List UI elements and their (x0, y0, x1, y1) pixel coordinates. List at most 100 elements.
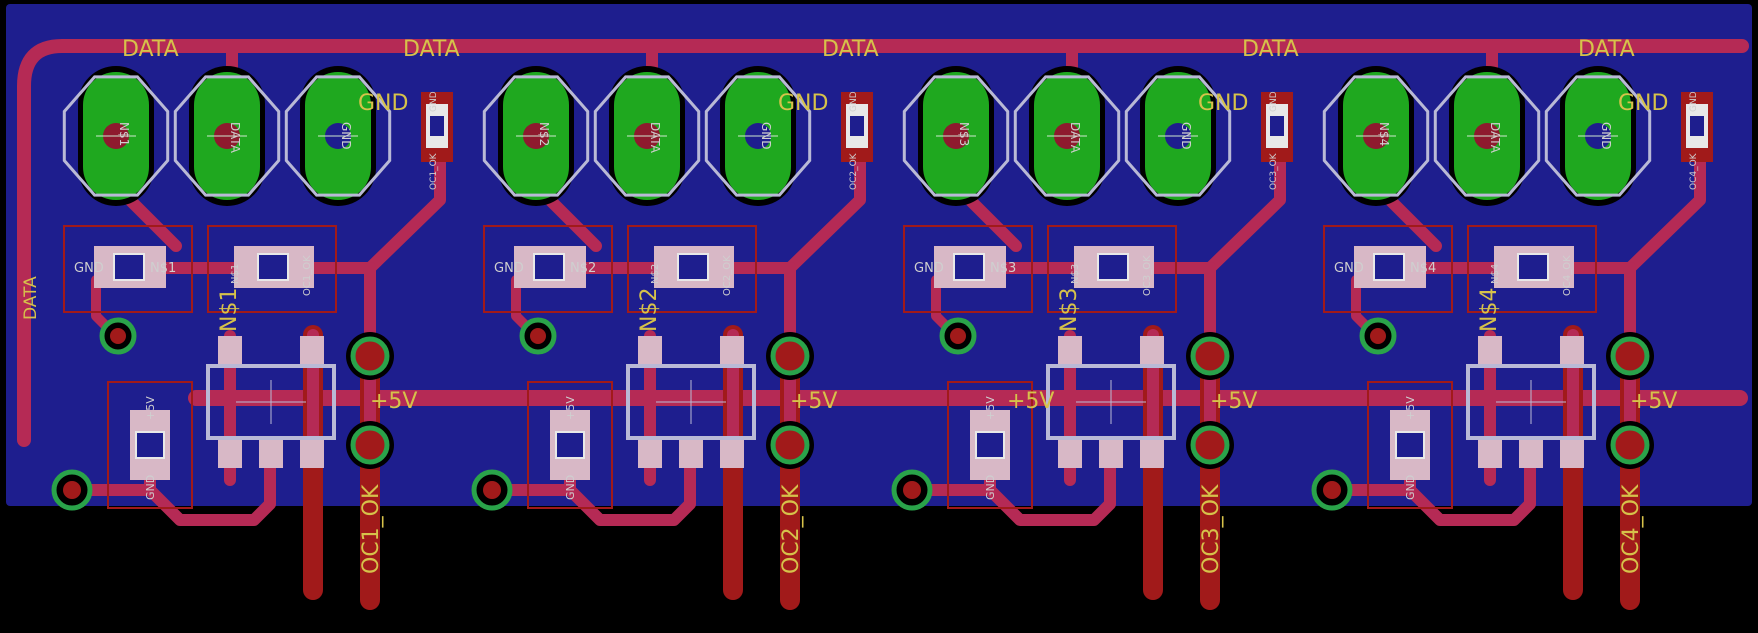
data-net-label: DATA (822, 37, 879, 62)
header-pin-label: DATA (648, 122, 662, 154)
output-net-label: OC3_OK (1199, 484, 1224, 574)
transistor-pad (1560, 336, 1584, 366)
resistor2-pad-label: N$1 (230, 264, 241, 284)
resistor2-pad-label: OC2_OK (722, 255, 733, 296)
data-net-label: DATA (403, 37, 460, 62)
resistor2-outline (627, 225, 757, 313)
gnd-net-label: GND (778, 91, 828, 116)
transistor-pad (218, 336, 242, 366)
data-net-label: DATA (122, 37, 179, 62)
transistor-pad (720, 438, 744, 468)
test-via-drill (1370, 328, 1386, 344)
resistor2-body (1097, 253, 1129, 281)
resistor2-outline (1467, 225, 1597, 313)
header-pin-label: GND (339, 122, 353, 150)
resistor2-pad-label: OC3_OK (1142, 255, 1153, 296)
cap-pad-label: +5V (564, 396, 577, 420)
data-net-label: DATA (1242, 37, 1299, 62)
transistor-outline (626, 364, 756, 440)
test-via-drill (950, 328, 966, 344)
gnd-net-label: GND (1618, 91, 1668, 116)
header-outline (482, 75, 590, 197)
cap-via-drill (903, 481, 921, 499)
small-cap-label: OC4_OK (1689, 152, 1699, 190)
small-cap-label: GND (429, 91, 439, 112)
cap-body (135, 431, 165, 459)
vcc-net-label: +5V (1007, 389, 1054, 414)
cap-pad-label: +5V (1404, 396, 1417, 420)
vcc-net-label: +5V (790, 389, 837, 414)
header-pin-label: N$2 (537, 122, 551, 146)
trace-ch3 (906, 442, 1116, 526)
cap-outline (947, 381, 1033, 509)
transistor-outline (206, 364, 336, 440)
header-pin-label: DATA (1068, 122, 1082, 154)
resistor-pad-label: GND (494, 261, 524, 276)
header-outline (1433, 75, 1541, 197)
header-pin-label: GND (759, 122, 773, 150)
resistor2-body (677, 253, 709, 281)
transistor-pad (300, 336, 324, 366)
transistor-pad (720, 336, 744, 366)
small-cap-label: OC2_OK (849, 152, 859, 190)
resistor-pad-label: N$4 (1410, 261, 1436, 276)
output-via (770, 336, 810, 376)
cap-pad-label: +5V (144, 396, 157, 420)
transistor-pad (638, 336, 662, 366)
resistor-outline (1323, 225, 1453, 313)
resistor2-body (257, 253, 289, 281)
vcc-net-label: +5V (370, 389, 417, 414)
header-pin-label: DATA (1488, 122, 1502, 154)
header-pin-label: N$3 (957, 122, 971, 146)
cap-body (975, 431, 1005, 459)
vcc-net-label: +5V (1630, 389, 1677, 414)
cap-outline (107, 381, 193, 509)
header-pin-label: N$4 (1377, 122, 1391, 146)
header-outline (1544, 75, 1652, 197)
resistor2-pad-label: OC4_OK (1562, 255, 1573, 296)
header-outline (173, 75, 281, 197)
cap-outline (1367, 381, 1453, 509)
data-net-label-vertical: DATA (21, 276, 41, 320)
transistor-pad (259, 438, 283, 468)
transistor-pad (1140, 336, 1164, 366)
small-cap-label: GND (849, 91, 859, 112)
part-name-label: N$3 (1057, 288, 1082, 332)
resistor-outline (483, 225, 613, 313)
trace-ch1 (66, 442, 276, 526)
header-outline (1013, 75, 1121, 197)
output-via (1610, 336, 1650, 376)
cap-pad-label: GND (1404, 475, 1417, 500)
transistor-pad (1140, 438, 1164, 468)
resistor-body (533, 253, 565, 281)
small-cap-label: GND (1689, 91, 1699, 112)
small-cap-label: OC1_OK (429, 152, 439, 190)
header-pin-label: GND (1599, 122, 1613, 150)
transistor-pad (1478, 438, 1502, 468)
output-net-label: OC2_OK (779, 484, 804, 574)
resistor-pad-label: N$2 (570, 261, 596, 276)
resistor-outline (903, 225, 1033, 313)
gnd-net-label: GND (1198, 91, 1248, 116)
resistor-pad-label: GND (1334, 261, 1364, 276)
trace-ch4 (1326, 442, 1536, 526)
cap-pad-label: GND (564, 475, 577, 500)
output-via (350, 336, 390, 376)
trace-ch2 (486, 442, 696, 526)
data-bus-trace (17, 39, 1749, 447)
header-outline (1322, 75, 1430, 197)
output-net-label: OC4_OK (1619, 484, 1644, 574)
transistor-outline (1466, 364, 1596, 440)
transistor-pad (218, 438, 242, 468)
test-via-drill (110, 328, 126, 344)
header-pin-label: GND (1179, 122, 1193, 150)
resistor-body (1373, 253, 1405, 281)
data-net-label: DATA (1578, 37, 1635, 62)
small-cap-label: GND (1269, 91, 1279, 112)
transistor-pad (1099, 438, 1123, 468)
cap-pad-label: +5V (984, 396, 997, 420)
resistor-pad-label: N$3 (990, 261, 1016, 276)
header-pin-label: DATA (228, 122, 242, 154)
cap-via-drill (63, 481, 81, 499)
part-name-label: N$4 (1477, 288, 1502, 332)
